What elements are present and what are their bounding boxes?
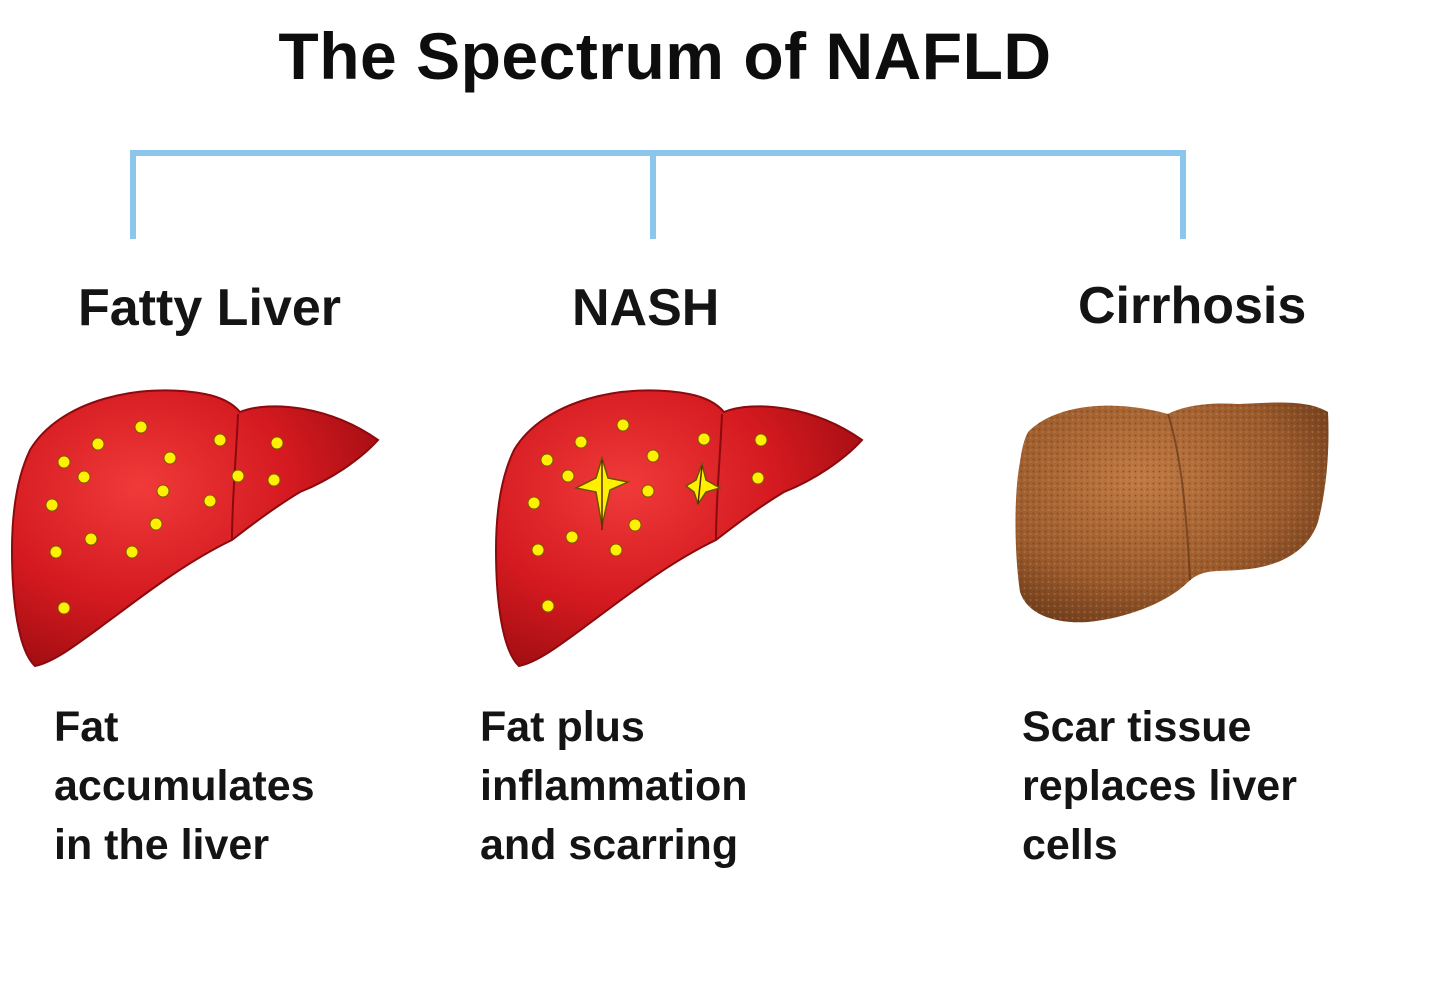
description-line: Fat xyxy=(54,703,119,751)
diagram-title: The Spectrum of NAFLD xyxy=(278,19,1052,93)
description-line: Scar tissue xyxy=(1022,703,1252,751)
fatty-liver-image xyxy=(10,389,380,668)
bracket-connector xyxy=(130,150,1186,239)
description-line: inflammation xyxy=(480,762,748,810)
stage-description-nash: Fat plus inflammation and scarring xyxy=(480,698,748,875)
stage-description-fatty-liver: Fat accumulates in the liver xyxy=(54,698,315,875)
description-line: accumulates xyxy=(54,762,315,810)
description-line: and scarring xyxy=(480,821,739,869)
stage-label-cirrhosis: Cirrhosis xyxy=(1078,277,1307,335)
cirrhosis-liver-image xyxy=(1015,402,1329,623)
description-line: cells xyxy=(1022,821,1118,869)
description-line: Fat plus xyxy=(480,703,645,751)
nash-liver-image xyxy=(494,389,864,668)
stage-description-cirrhosis: Scar tissue replaces liver cells xyxy=(1022,698,1297,875)
stage-label-fatty-liver: Fatty Liver xyxy=(78,279,341,337)
stage-label-nash: NASH xyxy=(572,279,720,337)
description-line: replaces liver xyxy=(1022,762,1297,810)
description-line: in the liver xyxy=(54,821,270,869)
